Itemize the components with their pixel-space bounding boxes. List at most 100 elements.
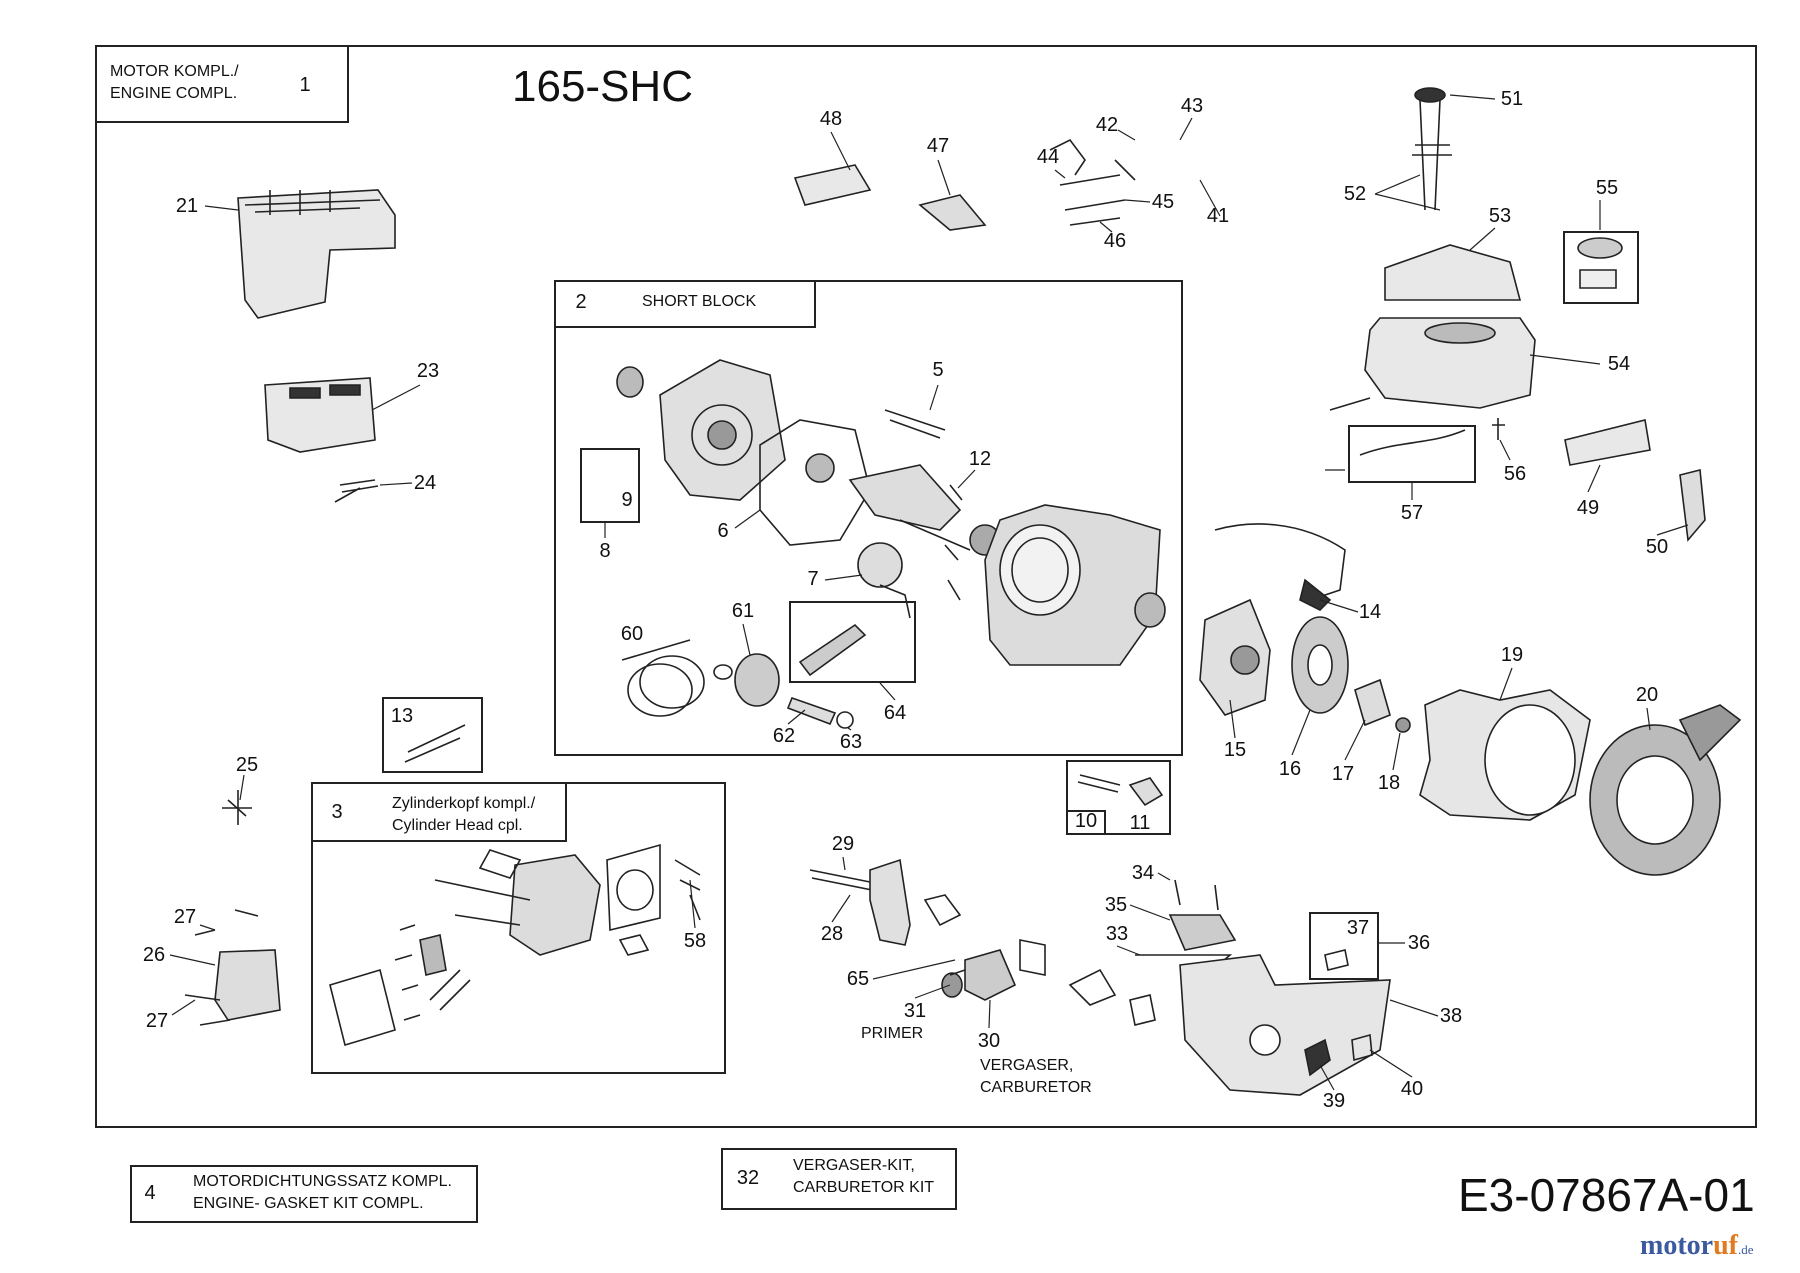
callout-6: 6 bbox=[717, 520, 729, 542]
part-crankshaft bbox=[850, 465, 960, 530]
cylinder-head-number: 3 bbox=[331, 801, 343, 823]
callout-24: 24 bbox=[413, 472, 437, 494]
callout-27: 27 bbox=[173, 906, 197, 928]
callout-57: 57 bbox=[1400, 502, 1424, 524]
carb-kit-number: 32 bbox=[736, 1167, 760, 1189]
callout-55: 55 bbox=[1595, 177, 1619, 199]
callout-28: 28 bbox=[820, 923, 844, 945]
engine-compl-number: 1 bbox=[299, 74, 311, 96]
watermark-logo: motoruf.de bbox=[1640, 1230, 1754, 1262]
gasket-kit-line1: MOTORDICHTUNGSSATZ KOMPL. bbox=[193, 1173, 452, 1190]
callout-64: 64 bbox=[883, 702, 907, 724]
callout-47: 47 bbox=[926, 135, 950, 157]
callout-13: 13 bbox=[390, 705, 414, 727]
callout-52: 52 bbox=[1343, 183, 1367, 205]
part-26-valve-cover bbox=[215, 950, 280, 1020]
callout-54: 54 bbox=[1607, 353, 1631, 375]
gasket-kit-box bbox=[130, 1165, 478, 1223]
box-57 bbox=[1348, 425, 1476, 483]
callout-34: 34 bbox=[1131, 862, 1155, 884]
engine-compl-line2: ENGINE COMPL. bbox=[110, 85, 238, 102]
part-61-piston bbox=[735, 654, 779, 706]
callout-20: 20 bbox=[1635, 684, 1659, 706]
short-block-header bbox=[554, 280, 816, 328]
box-13 bbox=[382, 697, 483, 773]
callout-43: 43 bbox=[1180, 95, 1204, 117]
box-64 bbox=[789, 601, 916, 683]
cylinder-head-header bbox=[311, 782, 567, 842]
short-block-box bbox=[554, 280, 1183, 756]
callout-65: 65 bbox=[846, 968, 870, 990]
callout-38: 38 bbox=[1439, 1005, 1463, 1027]
engine-compl-box bbox=[95, 45, 349, 123]
callout-49: 49 bbox=[1576, 497, 1600, 519]
carb-kit-line2: CARBURETOR KIT bbox=[793, 1179, 935, 1196]
carb-kit-line1: VERGASER-KIT, bbox=[793, 1157, 915, 1174]
callout-45: 45 bbox=[1151, 191, 1175, 213]
part-47-lever bbox=[920, 195, 985, 230]
part-50-part bbox=[1680, 470, 1705, 540]
part-53-tank-cover bbox=[1385, 245, 1520, 300]
part-54-fuel-tank bbox=[1365, 318, 1535, 408]
callout-56: 56 bbox=[1503, 463, 1527, 485]
callout-60: 60 bbox=[620, 623, 644, 645]
callout-8: 8 bbox=[599, 540, 611, 562]
box-36-37 bbox=[1309, 912, 1379, 980]
callout-19: 19 bbox=[1500, 644, 1524, 666]
callout-42: 42 bbox=[1095, 114, 1119, 136]
callout-35: 35 bbox=[1104, 894, 1128, 916]
callout-39: 39 bbox=[1322, 1090, 1346, 1112]
callout-21: 21 bbox=[175, 195, 199, 217]
part-25-spark-plug bbox=[222, 790, 252, 825]
callout-16: 16 bbox=[1278, 758, 1302, 780]
callout-18: 18 bbox=[1377, 772, 1401, 794]
callout-48: 48 bbox=[819, 108, 843, 130]
part-48-bracket bbox=[795, 165, 870, 205]
cylinder-head-line1: Zylinderkopf kompl./ bbox=[392, 795, 536, 812]
callout-15: 15 bbox=[1223, 739, 1247, 761]
callout-11: 11 bbox=[1129, 812, 1151, 834]
part-64-conrod bbox=[800, 625, 865, 675]
engine-compl-line1: MOTOR KOMPL./ bbox=[110, 63, 239, 80]
vergaser-label: VERGASER, bbox=[980, 1057, 1074, 1074]
part-6-gasket bbox=[760, 420, 870, 545]
callout-50: 50 bbox=[1645, 536, 1669, 558]
drawing-code: E3-07867A-01 bbox=[1458, 1169, 1755, 1221]
callout-29: 29 bbox=[831, 833, 855, 855]
callout-58: 58 bbox=[683, 930, 707, 952]
part-35-governor bbox=[1170, 915, 1235, 950]
carb-kit-box bbox=[721, 1148, 957, 1210]
callout-17: 17 bbox=[1331, 763, 1355, 785]
short-block-number: 2 bbox=[575, 291, 587, 313]
part-21-shroud bbox=[238, 190, 395, 318]
part-30-carburetor bbox=[965, 950, 1015, 1000]
part-cylinder-head bbox=[510, 855, 600, 955]
callout-51: 51 bbox=[1500, 88, 1524, 110]
watermark-brand: motor bbox=[1640, 1230, 1714, 1261]
callout-10: 10 bbox=[1074, 810, 1098, 832]
callout-12: 12 bbox=[968, 448, 992, 470]
callout-36: 36 bbox=[1407, 932, 1431, 954]
callout-5: 5 bbox=[932, 359, 944, 381]
box-10-11 bbox=[1066, 760, 1171, 835]
callout-37: 37 bbox=[1346, 917, 1370, 939]
callout-23: 23 bbox=[416, 360, 440, 382]
callout-62: 62 bbox=[772, 725, 796, 747]
callout-33: 33 bbox=[1105, 923, 1129, 945]
carburetor-label: CARBURETOR bbox=[980, 1079, 1092, 1096]
cylinder-head-line2: Cylinder Head cpl. bbox=[392, 817, 523, 834]
callout-14: 14 bbox=[1358, 601, 1382, 623]
gasket-kit-number: 4 bbox=[144, 1182, 156, 1204]
callout-30: 30 bbox=[977, 1030, 1001, 1052]
callout-41: 41 bbox=[1206, 205, 1230, 227]
callout-63: 63 bbox=[839, 731, 863, 753]
box-10-divider bbox=[1066, 810, 1106, 835]
callout-7: 7 bbox=[807, 568, 819, 590]
callout-25: 25 bbox=[235, 754, 259, 776]
callout-31: 31 bbox=[903, 1000, 927, 1022]
callout-46: 46 bbox=[1103, 230, 1127, 252]
part-14-ignition-coil bbox=[1215, 524, 1345, 600]
callout-53: 53 bbox=[1488, 205, 1512, 227]
